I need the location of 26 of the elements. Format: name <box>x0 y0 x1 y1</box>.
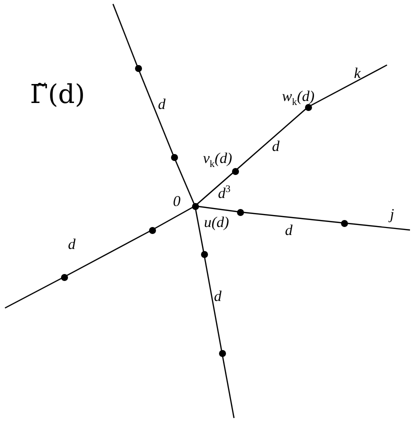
line-segment <box>194 170 236 206</box>
vertex-dot <box>340 220 348 226</box>
vertex-label: 0 <box>173 195 180 210</box>
vertex-dot <box>232 168 238 174</box>
vertex-dot <box>192 202 198 210</box>
edge-label: d <box>158 98 166 113</box>
vertex-dot <box>218 350 226 356</box>
vertex-label: u(d) <box>204 216 229 231</box>
vertex-dot <box>170 154 178 160</box>
vertex-label: w$_{k}$(d) <box>282 90 315 108</box>
edge-label: d$^{3}$ <box>218 185 230 202</box>
vertex-label: v$_{k}$(d) <box>203 152 232 170</box>
edge-label: d <box>285 224 292 239</box>
vertex-dot <box>148 226 156 234</box>
ray-label: j <box>390 208 394 223</box>
edge-label: d <box>214 290 222 305</box>
vertex-dot <box>236 208 244 216</box>
edge-label: d <box>68 238 76 253</box>
ray-label: k <box>354 67 361 82</box>
vertex-dot <box>134 64 142 72</box>
vertex-dot <box>304 104 312 110</box>
vertex-dot <box>200 250 208 258</box>
diagram-title: Γ̃(d) <box>30 80 85 112</box>
edge-label: d <box>272 140 280 155</box>
line-segment <box>234 106 308 172</box>
vertex-dot <box>60 274 68 280</box>
